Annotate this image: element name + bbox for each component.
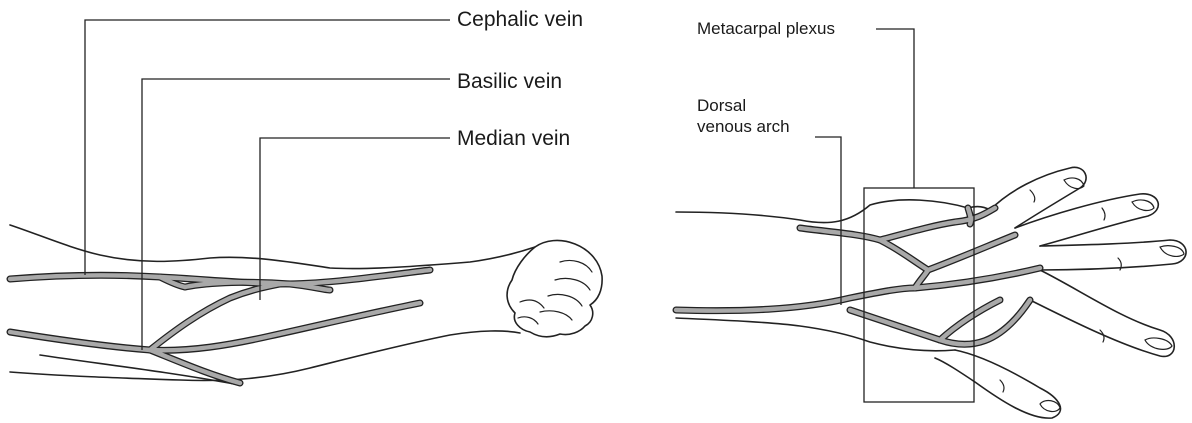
label-median-vein: Median vein — [457, 127, 570, 151]
label-metacarpal-plexus: Metacarpal plexus — [697, 18, 835, 39]
label-cephalic-vein: Cephalic vein — [457, 8, 583, 32]
forearm-leader-lines — [85, 20, 450, 350]
forearm-illustration — [10, 225, 602, 385]
label-dorsal-venous-arch: Dorsal venous arch — [697, 95, 790, 137]
label-dorsal-line2: venous arch — [697, 116, 790, 137]
label-basilic-vein: Basilic vein — [457, 70, 562, 94]
hand-illustration — [676, 167, 1186, 418]
label-dorsal-line1: Dorsal — [697, 95, 790, 116]
